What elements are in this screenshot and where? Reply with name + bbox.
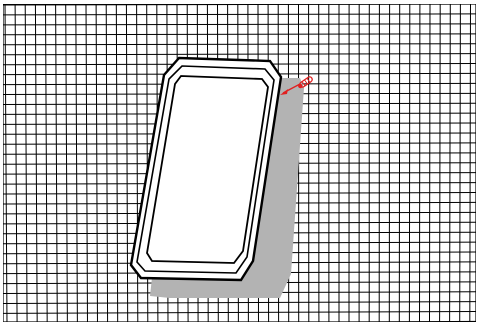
grid-line-horizontal bbox=[3, 53, 476, 56]
grid-line-horizontal bbox=[3, 43, 476, 46]
grid-line-horizontal bbox=[3, 23, 476, 26]
grid-line-vertical bbox=[469, 4, 471, 322]
grid-line-horizontal bbox=[3, 311, 476, 314]
grid-line-vertical bbox=[459, 4, 461, 322]
panel-screen bbox=[146, 75, 269, 264]
panel-inner-frame bbox=[136, 65, 275, 274]
grid-line-vertical bbox=[449, 4, 451, 322]
grid-line-vertical bbox=[429, 4, 431, 322]
pushpin-icon bbox=[298, 76, 313, 89]
grid-line-horizontal bbox=[3, 301, 476, 304]
grid-line-horizontal bbox=[3, 13, 476, 16]
grid-line-vertical bbox=[439, 4, 441, 322]
grid-line-horizontal bbox=[3, 33, 476, 36]
arrow-icon bbox=[280, 83, 301, 95]
